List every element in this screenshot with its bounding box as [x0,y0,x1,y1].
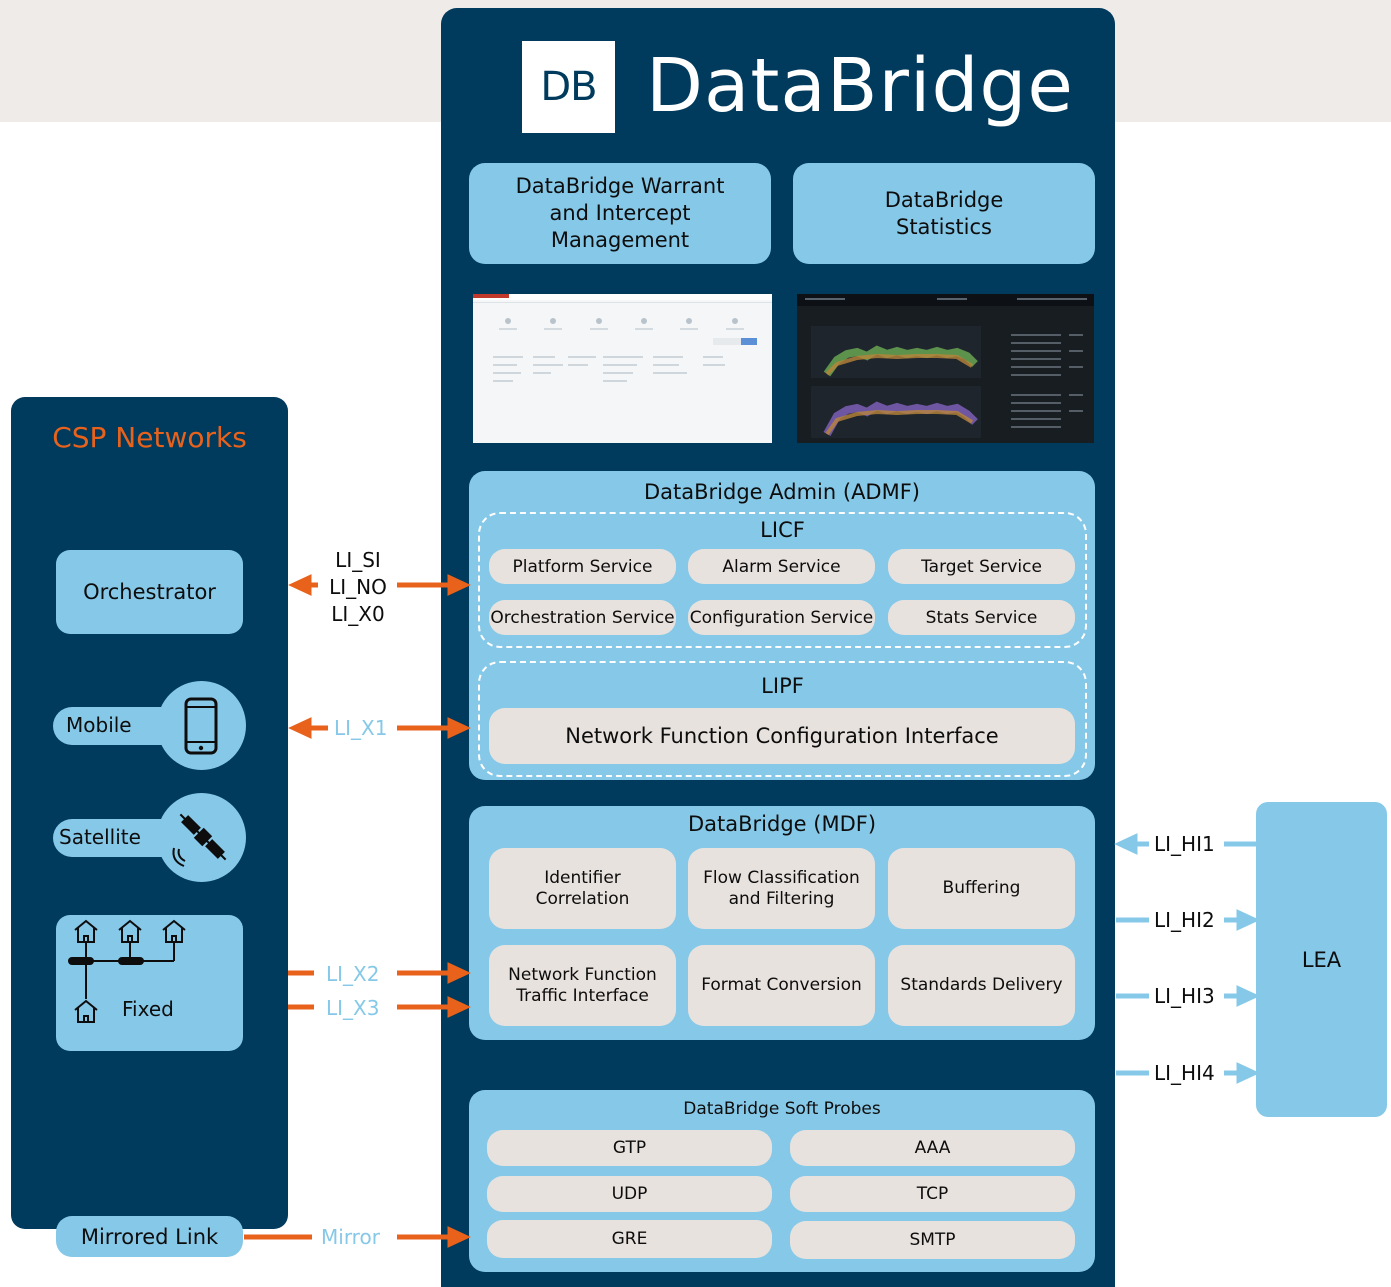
mdf-title: DataBridge (MDF) [687,812,877,836]
licf-group [478,512,1087,648]
flow-classification: Flow Classification and Filtering [688,848,875,929]
li-x2-label: LI_X2 [326,962,380,986]
probe-gre: GRE [487,1220,772,1258]
satellite-icon [172,813,227,867]
lea-box: LEA [1256,802,1387,1117]
warrant-ui-screenshot [473,294,772,443]
fixed-box: Fixed [56,915,243,1051]
target-service: Target Service [888,549,1075,584]
li-x1-label: LI_X1 [334,716,388,740]
li-hi1-label: LI_HI1 [1154,832,1215,856]
fixed-label: Fixed [122,997,174,1021]
nf-configuration-interface: Network Function Configuration Interface [489,708,1075,764]
licf-title: LICF [760,518,805,542]
nf-traffic-interface: Network Function Traffic Interface [489,945,676,1026]
lipf-title: LIPF [761,674,804,698]
identifier-correlation: Identifier Correlation [489,848,676,929]
mobile-circle [157,681,246,770]
probe-gtp: GTP [487,1130,772,1166]
standards-delivery: Standards Delivery [888,945,1075,1026]
csp-networks-panel [11,397,288,1229]
configuration-service: Configuration Service [688,600,875,635]
li-x0-label: LI_X0 [331,602,385,626]
platform-service: Platform Service [489,549,676,584]
warrant-management-box: DataBridge Warrant and Intercept Managem… [469,163,771,264]
satellite-circle [157,793,246,882]
mirror-label: Mirror [321,1225,380,1249]
databridge-logo: DB [522,41,615,133]
li-no-label: LI_NO [329,575,387,599]
probe-smtp: SMTP [790,1221,1075,1259]
soft-probes-title: DataBridge Soft Probes [683,1099,881,1119]
phone-icon [184,697,218,755]
mobile-label: Mobile [66,713,132,737]
orchestration-service: Orchestration Service [489,600,676,635]
satellite-label: Satellite [59,825,141,849]
statistics-box: DataBridge Statistics [793,163,1095,264]
orchestrator-box: Orchestrator [56,550,243,634]
format-conversion: Format Conversion [688,945,875,1026]
lipf-group [478,661,1087,777]
probe-udp: UDP [487,1176,772,1212]
databridge-title: DataBridge [646,43,1074,129]
li-hi2-label: LI_HI2 [1154,908,1215,932]
house-icon [68,919,186,1023]
probe-tcp: TCP [790,1176,1075,1212]
buffering: Buffering [888,848,1075,929]
li-si-label: LI_SI [335,548,381,572]
csp-networks-title: CSP Networks [52,421,247,454]
probe-aaa: AAA [790,1130,1075,1166]
admf-title: DataBridge Admin (ADMF) [644,480,920,504]
mirrored-link-box: Mirrored Link [56,1216,243,1257]
stats-service: Stats Service [888,600,1075,635]
li-x3-label: LI_X3 [326,996,380,1020]
li-hi3-label: LI_HI3 [1154,984,1215,1008]
alarm-service: Alarm Service [688,549,875,584]
li-hi4-label: LI_HI4 [1154,1061,1215,1085]
statistics-dashboard-screenshot [797,294,1094,443]
